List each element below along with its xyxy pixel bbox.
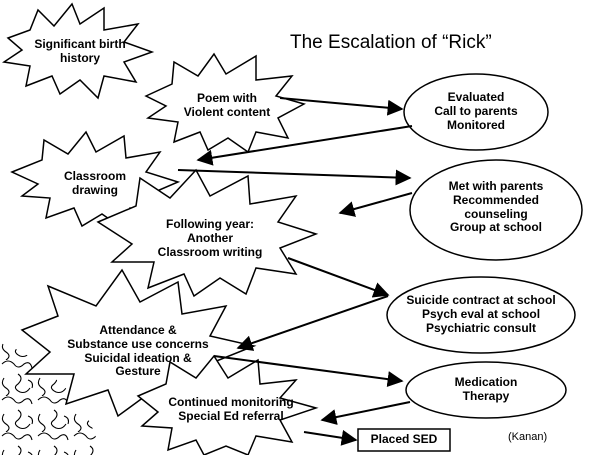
arrow-medication-to-monitoring (320, 401, 411, 425)
response-label-line: Recommended (452, 192, 540, 207)
event-label-attendance: Attendance & Substance use concerns Suic… (56, 323, 220, 379)
response-label-line: Suicide contract at school (406, 293, 556, 307)
connector-arrows (177, 97, 413, 446)
event-label-line: Gesture (115, 364, 161, 379)
event-label-continued-monitoring: Continued monitoring Special Ed referral (156, 395, 306, 424)
arrow-attendance-to-medication (213, 355, 404, 388)
response-label-evaluated: Evaluated Call to parents Monitored (410, 90, 542, 132)
event-burst-continued-monitoring (136, 354, 319, 455)
arrow-met-parents-to-writing (338, 192, 413, 217)
response-label-line: Therapy (462, 388, 510, 403)
response-label-line: Monitored (447, 117, 505, 132)
response-label-line: Medication (454, 375, 518, 389)
arrow-writing-to-suicide-contract (287, 257, 390, 298)
response-ellipse-met-parents (409, 159, 583, 261)
event-label-line: Special Ed referral (178, 408, 284, 423)
event-burst-birth-history (1, 2, 155, 100)
outcome-box (357, 428, 451, 452)
event-label-following-year: Following year: Another Classroom writin… (140, 217, 280, 259)
response-label-line: Psychiatric consult (425, 320, 537, 335)
response-label-suicide-contract: Suicide contract at school Psych eval at… (390, 293, 572, 335)
diagram-title: The Escalation of “Rick” (290, 32, 492, 53)
response-ellipse-medication (405, 361, 567, 419)
arrow-drawing-to-met-parents (177, 169, 412, 186)
event-label-line: Significant birth (34, 37, 126, 51)
event-label-poem: Poem with Violent content (162, 91, 292, 120)
event-label-line: Another (187, 230, 233, 245)
response-label-line: counseling (464, 206, 528, 221)
response-label-line: Psych eval at school (421, 306, 541, 321)
event-label-line: Continued monitoring (168, 395, 294, 409)
event-label-line: Suicidal ideation & (84, 350, 192, 365)
arrow-suicide-contract-to-attendance (236, 295, 389, 351)
event-label-classroom-drawing: Classroom drawing (40, 169, 150, 198)
outcome-label-text: Placed SED (370, 432, 438, 446)
event-burst-poem (144, 52, 306, 154)
event-label-line: Substance use concerns (67, 336, 209, 351)
arrow-evaluated-to-drawing (196, 125, 413, 166)
arrow-poem-to-evaluated (279, 97, 404, 116)
response-label-met-parents: Met with parents Recommended counseling … (420, 179, 572, 235)
event-label-line: Classroom (63, 169, 127, 183)
response-label-line: Call to parents (434, 103, 518, 118)
event-label-line: Poem with (196, 91, 257, 105)
response-ellipse-suicide-contract (386, 276, 576, 354)
response-ellipse-evaluated (403, 73, 549, 151)
response-label-medication: Medication Therapy (420, 375, 552, 404)
response-label-line: Met with parents (448, 179, 544, 193)
event-label-line: history (59, 50, 100, 65)
event-label-line: Following year: (165, 217, 254, 231)
response-label-line: Evaluated (447, 90, 505, 104)
event-label-line: Classroom writing (157, 244, 263, 259)
puzzle-decoration (0, 343, 100, 455)
arrow-monitoring-to-placed-sed (303, 429, 358, 446)
event-label-line: Attendance & (99, 323, 177, 337)
source-credit: (Kanan) (508, 431, 548, 443)
event-label-line: drawing (71, 182, 118, 197)
event-label-birth-history: Significant birth history (20, 37, 140, 66)
outcome-label: Placed SED (358, 432, 450, 447)
response-label-line: Group at school (449, 220, 542, 235)
event-label-line: Violent content (183, 104, 271, 119)
event-burst-following-year (96, 168, 319, 298)
